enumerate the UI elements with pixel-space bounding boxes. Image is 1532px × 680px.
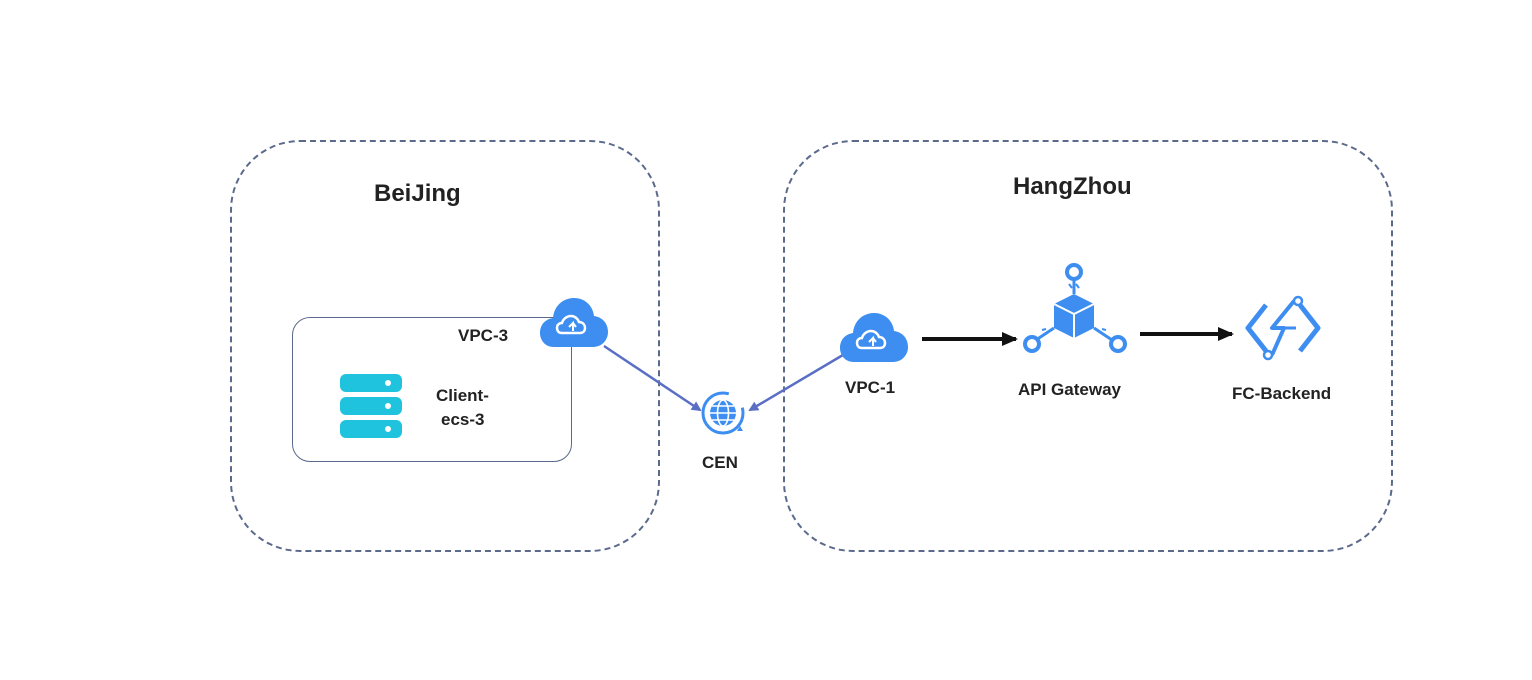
- cen-label: CEN: [702, 453, 738, 472]
- region-title-hangzhou: HangZhou: [1013, 173, 1132, 200]
- vpc3-label: VPC-3: [458, 326, 509, 345]
- api-gateway-label: API Gateway: [1018, 380, 1121, 399]
- cloud-icon: [840, 313, 908, 362]
- client-label-line1: Client-: [436, 386, 489, 405]
- region-hangzhou: [783, 140, 1393, 552]
- vpc3-box: [292, 317, 572, 462]
- function-compute-icon: [1245, 295, 1321, 361]
- fc-backend-label: FC-Backend: [1232, 384, 1332, 403]
- globe-icon: [701, 391, 745, 435]
- client-label: Client- ecs-3: [436, 384, 489, 432]
- region-title-beijing: BeiJing: [374, 180, 461, 207]
- server-icon: [340, 374, 402, 438]
- cloud-icon: [540, 298, 608, 347]
- vpc1-label: VPC-1: [845, 378, 896, 397]
- api-gateway-icon: [1023, 263, 1127, 353]
- client-label-line2: ecs-3: [441, 410, 485, 429]
